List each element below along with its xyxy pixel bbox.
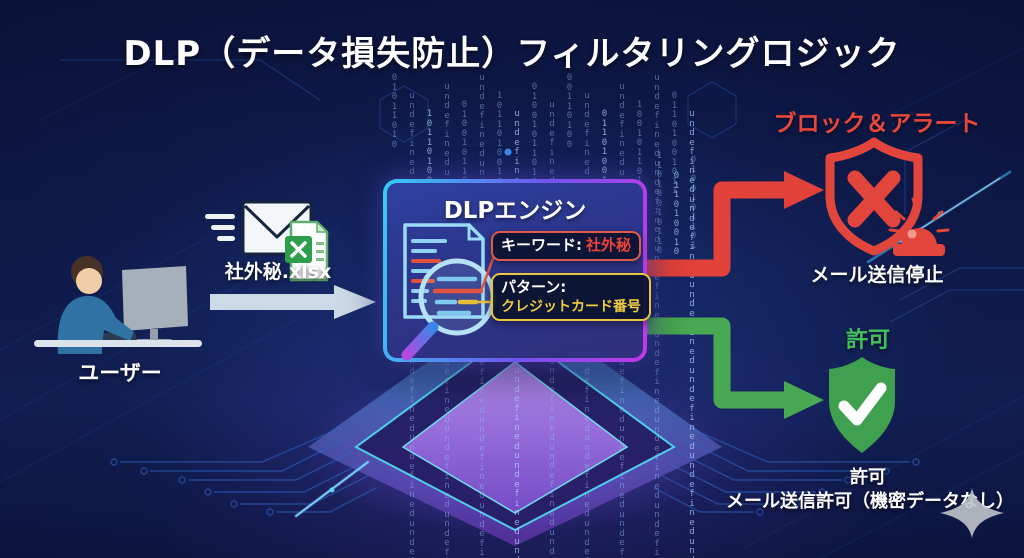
sparkle-icon [940, 488, 1004, 538]
dlp-engine-panel-inner: DLPエンジン [387, 183, 651, 361]
keyword-label: キーワード: [501, 236, 582, 254]
user-at-computer-icon [34, 256, 202, 354]
page-title: DLP（データ損失防止）フィルタリングロジック [123, 34, 901, 74]
user-label: ユーザー [78, 361, 162, 385]
email-filename: 社外秘.xlsx [224, 261, 332, 283]
dlp-engine-panel: DLPエンジン [383, 179, 651, 362]
allow-outcome-title: 許可 [845, 328, 890, 353]
excel-file-icon [285, 220, 329, 282]
block-outcome-title: ブロック＆アラート [773, 111, 981, 137]
block-outcome-caption: メール送信停止 [810, 264, 944, 286]
flow-arrow-block [646, 171, 824, 277]
flow-arrow-allow [646, 317, 824, 419]
engine-title: DLPエンジン [443, 198, 587, 224]
email-attachment-icon [205, 200, 329, 282]
shield-check-icon [829, 357, 895, 453]
allow-caption-line1: 許可 [850, 467, 886, 488]
shield-block-icon [825, 137, 923, 256]
alarm-siren-icon [888, 197, 950, 256]
document-scan-icon [401, 223, 496, 361]
callout-connectors [473, 247, 499, 304]
keyword-callout: キーワード:社外秘 [491, 231, 642, 261]
pattern-label: パターン: [501, 278, 567, 296]
pattern-callout: パターン: クレジットカード番号 [491, 273, 651, 321]
pattern-value: クレジットカード番号 [501, 298, 641, 315]
keyword-value: 社外秘 [586, 236, 632, 254]
magnifier-icon [401, 258, 496, 361]
flow-arrow-user-to-engine [210, 285, 376, 319]
speed-lines-icon [205, 214, 235, 241]
allow-caption-line2: メール送信許可（機密データなし） [726, 491, 1014, 512]
